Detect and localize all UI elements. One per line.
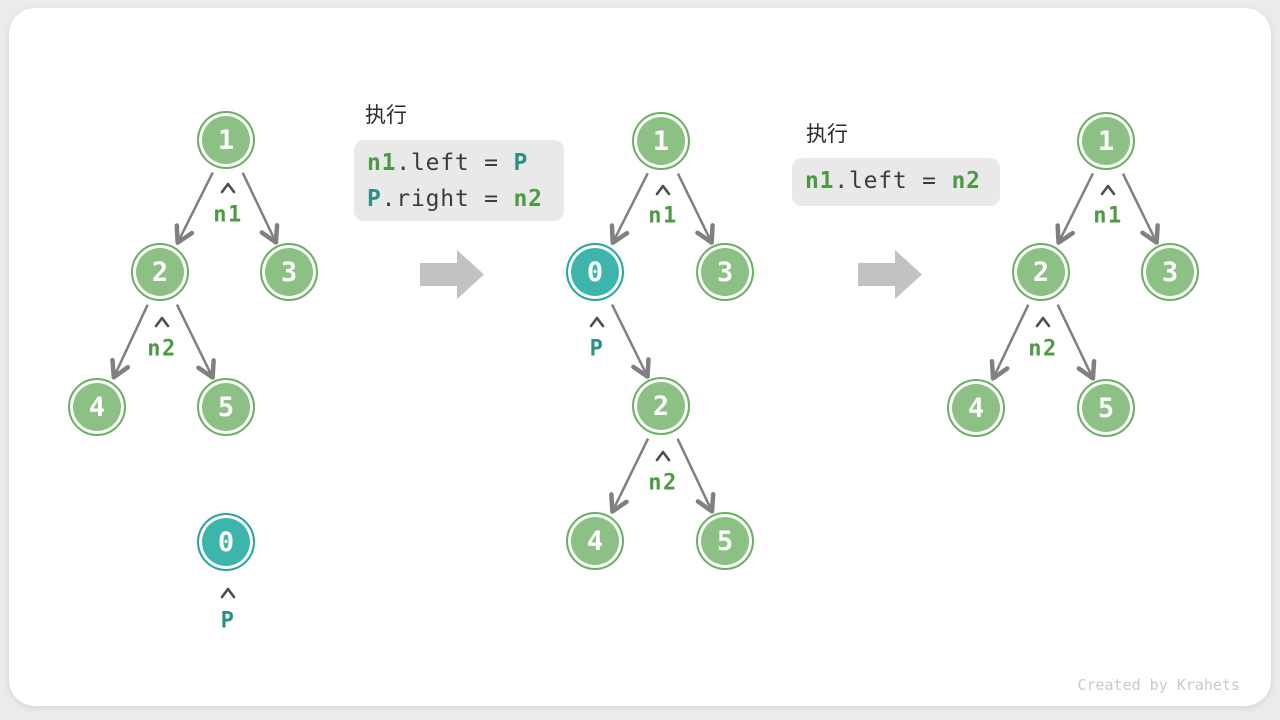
pointer-label-n2: n2 — [648, 470, 678, 496]
caret-up-icon — [1035, 316, 1051, 328]
tree-edge — [1121, 173, 1160, 245]
tree-edge — [609, 172, 649, 245]
tree-edge — [989, 304, 1030, 381]
tree-node-5: 5 — [696, 512, 754, 570]
pointer-label-P: P — [589, 336, 605, 362]
tree-edge — [241, 172, 280, 245]
tree-node-5: 5 — [1077, 379, 1135, 437]
right-block-arrow-icon — [858, 250, 922, 299]
tree-edge — [676, 173, 715, 245]
transition-arrows — [420, 250, 922, 299]
code-token: n2 — [951, 168, 981, 194]
tree-edge — [1055, 172, 1095, 245]
code-token: .left = — [396, 150, 514, 176]
tree-node-5: 5 — [197, 378, 255, 436]
tree-node-3: 3 — [260, 243, 318, 301]
caret-up-icon — [220, 587, 236, 599]
caret-up-icon — [589, 316, 605, 328]
pointer-label-n2: n2 — [1028, 336, 1058, 362]
watermark: Created by Krahets — [1077, 676, 1240, 694]
code-line: n1.left = n2 — [805, 163, 987, 199]
pointer-label-n1: n1 — [1093, 203, 1123, 229]
tree-node-3: 3 — [696, 243, 754, 301]
caret-up-icon — [220, 182, 236, 194]
tree-edge — [174, 171, 214, 245]
tree-node-0: 0 — [566, 243, 624, 301]
code-step2-snippet: n1.left = n2 — [792, 158, 1000, 206]
code-token: n1 — [367, 150, 397, 176]
pointer-label-n1: n1 — [648, 203, 678, 229]
tree-edge — [676, 438, 716, 514]
tree-node-2: 2 — [1012, 243, 1070, 301]
right-block-arrow-icon — [420, 250, 484, 299]
caret-up-icon — [655, 184, 671, 196]
tree-node-0: 0 — [197, 513, 255, 571]
code-line: n1.left = P — [367, 145, 551, 181]
pointer-carets — [154, 182, 1116, 599]
tree-edges — [110, 171, 1160, 514]
tree-edge — [609, 437, 650, 514]
code-token: P — [513, 150, 529, 176]
tree-edge — [175, 303, 216, 380]
caret-up-icon — [1100, 184, 1116, 196]
pointer-label-n2: n2 — [147, 336, 177, 362]
code-token: P — [367, 186, 382, 212]
code-token: .left = — [834, 168, 952, 194]
tree-node-1: 1 — [197, 111, 255, 169]
tree-edge — [610, 303, 651, 379]
code-token: n2 — [513, 186, 543, 212]
code-token: n1 — [805, 168, 835, 194]
pointer-label-P: P — [220, 608, 236, 634]
tree-node-4: 4 — [566, 512, 624, 570]
code-token: .right = — [381, 186, 514, 212]
tree-edge — [1056, 304, 1097, 381]
code-step1-title: 执行 — [365, 104, 407, 127]
tree-node-2: 2 — [632, 377, 690, 435]
code-step2-title: 执行 — [806, 123, 848, 146]
tree-node-3: 3 — [1141, 243, 1199, 301]
tree-node-4: 4 — [947, 379, 1005, 437]
pointer-label-n1: n1 — [213, 202, 243, 228]
tree-node-4: 4 — [68, 378, 126, 436]
code-line: P.right = n2 — [367, 181, 551, 217]
tree-node-1: 1 — [632, 112, 690, 170]
caret-up-icon — [154, 316, 170, 328]
tree-node-1: 1 — [1077, 112, 1135, 170]
caret-up-icon — [655, 450, 671, 462]
tree-edge — [110, 304, 149, 380]
tree-node-2: 2 — [131, 243, 189, 301]
